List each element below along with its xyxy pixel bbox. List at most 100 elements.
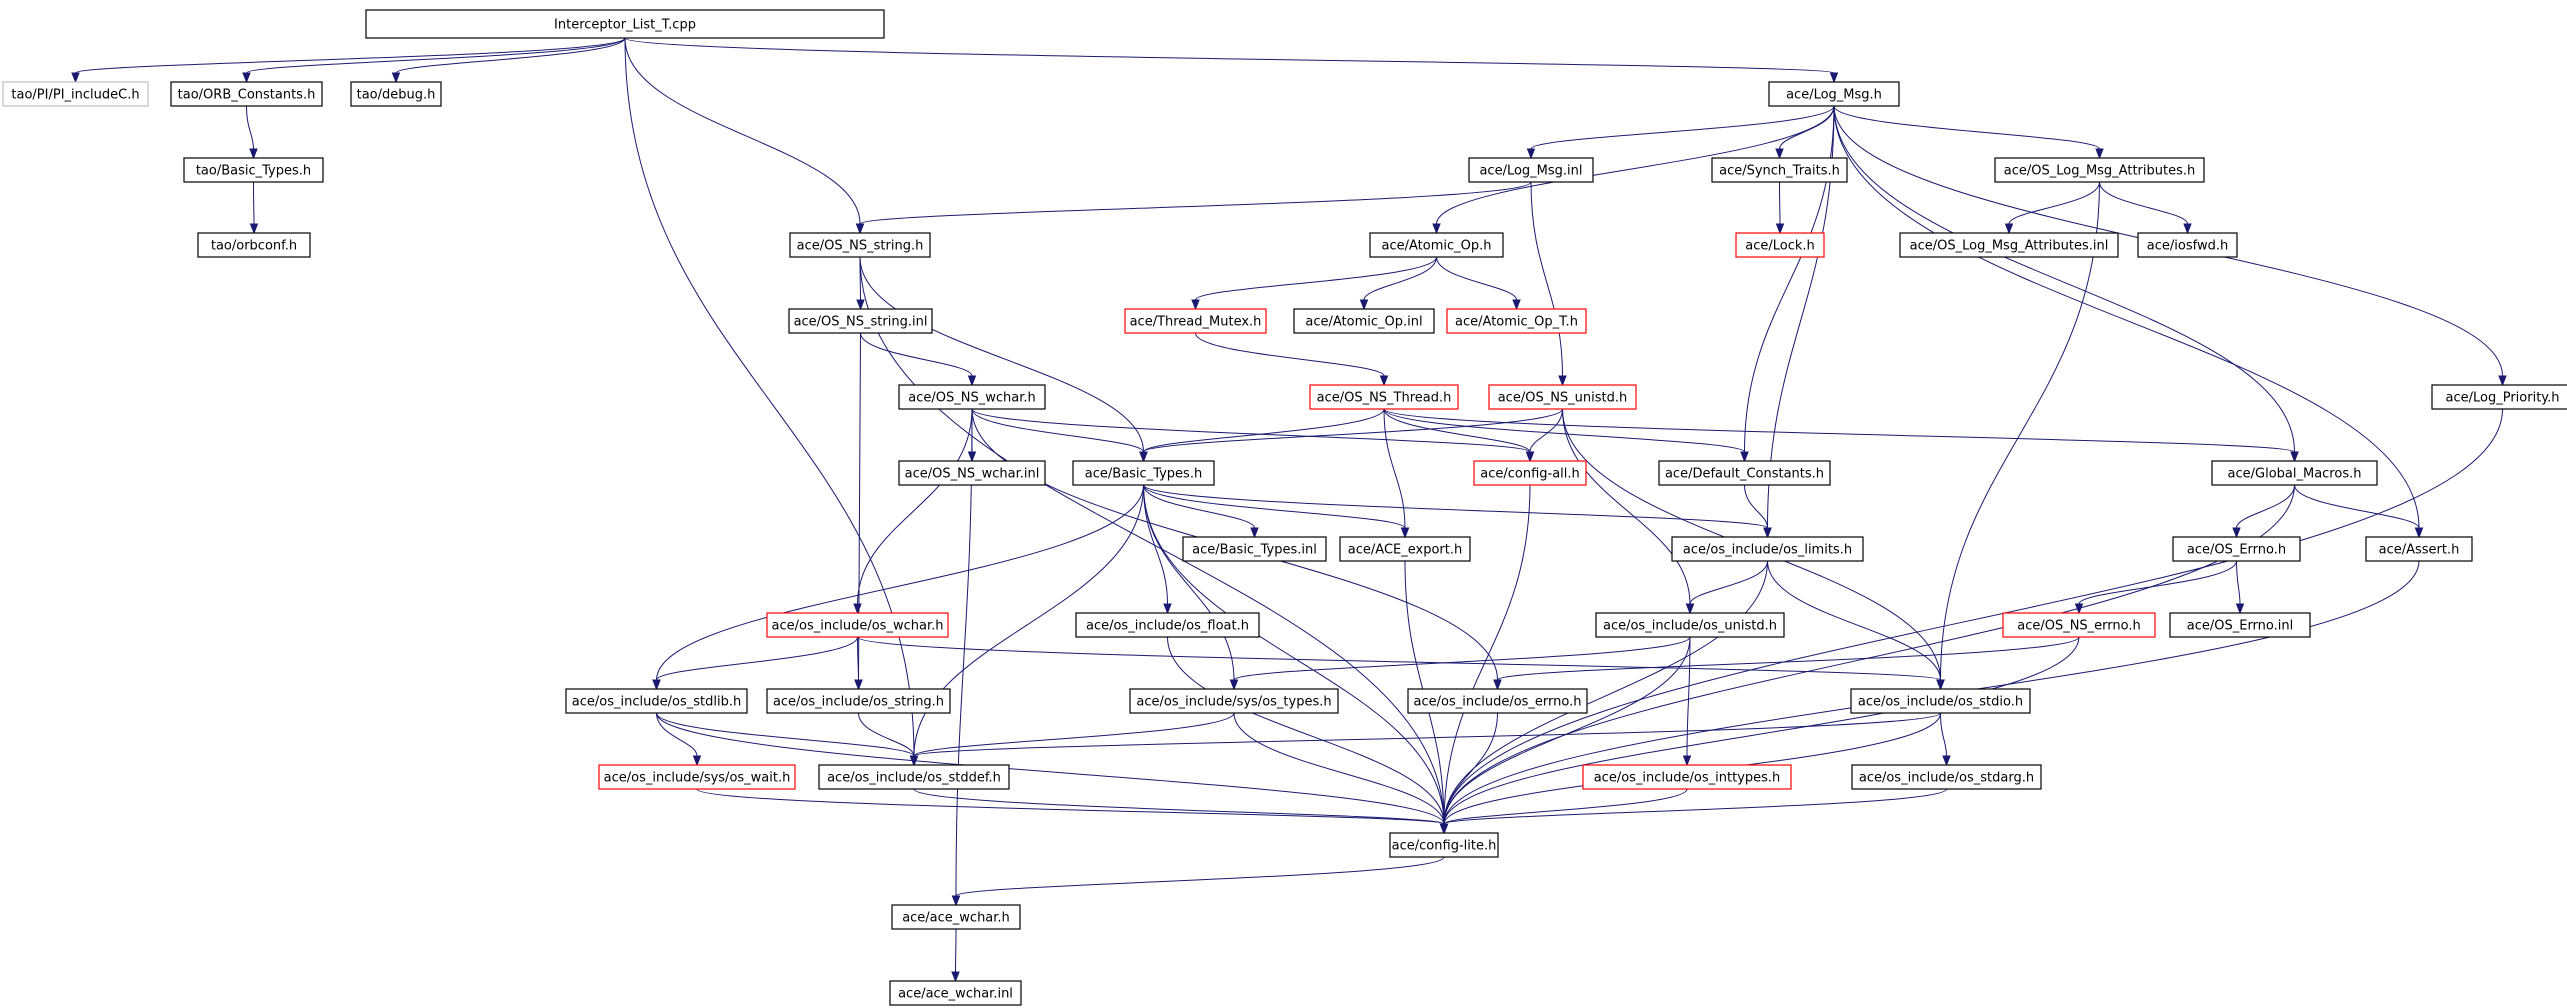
edge-arrowhead (1558, 375, 1567, 387)
node-box (197, 232, 311, 258)
node-global-macros[interactable]: ace/Global_Macros.h (2211, 460, 2378, 486)
edge-synch-traits-to-lock-h (1775, 181, 1785, 235)
node-os-float[interactable]: ace/os_include/os_float.h (1075, 612, 1260, 638)
node-os-inttypes[interactable]: ace/os_include/os_inttypes.h (1582, 764, 1792, 790)
edge-line (246, 37, 626, 74)
node-box (1994, 157, 2205, 183)
edge-line (624, 37, 915, 757)
node-log-msg-inl[interactable]: ace/Log_Msg.inl (1468, 157, 1594, 183)
node-os-log-msg-attr[interactable]: ace/OS_Log_Msg_Attributes.h (1994, 157, 2205, 183)
edge-line (1443, 636, 1691, 825)
node-box (889, 980, 1022, 1006)
node-label: ace/Basic_Types.h (1085, 467, 1202, 482)
node-os-unistd[interactable]: ace/os_include/os_unistd.h (1595, 612, 1785, 638)
node-os-ns-string[interactable]: ace/OS_NS_string.h (789, 232, 931, 258)
node-os-limits[interactable]: ace/os_include/os_limits.h (1671, 536, 1864, 562)
node-ace-basic-types[interactable]: ace/Basic_Types.h (1072, 460, 1215, 486)
edge-line (1744, 484, 1768, 529)
edge-arrowhead (1942, 755, 1951, 767)
node-ace-export[interactable]: ace/ACE_export.h (1339, 536, 1471, 562)
edge-line (75, 37, 626, 74)
node-os-ns-errno[interactable]: ace/OS_NS_errno.h (2002, 612, 2156, 638)
node-box (1671, 536, 1864, 562)
node-log-priority[interactable]: ace/Log_Priority.h (2431, 384, 2567, 410)
edge-line (1686, 636, 1691, 757)
node-iosfwd[interactable]: ace/iosfwd.h (2137, 232, 2238, 258)
node-label: ace/os_include/os_stddef.h (827, 771, 1001, 786)
node-basic-types-inl[interactable]: ace/Basic_Types.inl (1182, 536, 1327, 562)
node-pi-includeC[interactable]: tao/PI/PI_includeC.h (2, 81, 149, 107)
node-config-all[interactable]: ace/config-all.h (1473, 460, 1587, 486)
edge-line (1530, 181, 1563, 377)
node-ace-wchar[interactable]: ace/ace_wchar.h (891, 904, 1021, 930)
node-tao-orbconf[interactable]: tao/orbconf.h (197, 232, 311, 258)
node-os-string[interactable]: ace/os_include/os_string.h (766, 688, 951, 714)
node-orb-constants[interactable]: tao/ORB_Constants.h (170, 81, 323, 107)
edge-arrowhead (2498, 375, 2507, 387)
node-os-ns-unistd[interactable]: ace/OS_NS_unistd.h (1488, 384, 1637, 410)
edge-root-to-log-msg (624, 37, 1839, 84)
node-box (2172, 536, 2301, 562)
edge-arrowhead (1163, 603, 1172, 615)
node-box (898, 460, 1046, 486)
node-box (2365, 536, 2473, 562)
node-ace-wchar-inl[interactable]: ace/ace_wchar.inl (889, 980, 1022, 1006)
edge-log-msg-inl-to-os-ns-string (855, 181, 1532, 235)
edge-arrowhead (1829, 72, 1839, 84)
edge-line (656, 712, 915, 757)
edge-arrowhead (1775, 148, 1784, 160)
edge-line (1833, 105, 2100, 150)
node-root[interactable]: Interceptor_List_T.cpp (365, 9, 885, 39)
node-box (1072, 460, 1215, 486)
node-assert-h[interactable]: ace/Assert.h (2365, 536, 2473, 562)
node-label: ace/os_include/os_stdlib.h (572, 695, 741, 710)
node-atomic-op-inl[interactable]: ace/Atomic_Op.inl (1293, 308, 1435, 334)
edge-arrowhead (1229, 679, 1239, 691)
edge-arrowhead (652, 679, 661, 691)
edge-global-macros-to-os-errno-h (2232, 484, 2295, 539)
edge-arrowhead (2290, 451, 2299, 463)
node-os-ns-thread[interactable]: ace/OS_NS_Thread.h (1309, 384, 1459, 410)
edge-ace-basic-types-to-ace-export (1143, 484, 1410, 539)
node-label: ace/Atomic_Op.h (1382, 239, 1492, 254)
node-os-errno-inc[interactable]: ace/os_include/os_errno.h (1407, 688, 1588, 714)
node-os-errno-h[interactable]: ace/OS_Errno.h (2172, 536, 2301, 562)
node-os-wchar[interactable]: ace/os_include/os_wchar.h (766, 612, 949, 638)
node-os-log-msg-attr-inl[interactable]: ace/OS_Log_Msg_Attributes.inl (1899, 232, 2119, 258)
node-os-ns-wchar-inl[interactable]: ace/OS_NS_wchar.inl (898, 460, 1046, 486)
node-os-stdarg[interactable]: ace/os_include/os_stdarg.h (1851, 764, 2042, 790)
node-thread-mutex[interactable]: ace/Thread_Mutex.h (1124, 308, 1267, 334)
node-label: tao/orbconf.h (211, 239, 297, 254)
node-label: ace/Global_Macros.h (2228, 467, 2362, 482)
node-label: tao/debug.h (357, 88, 436, 103)
node-lock-h[interactable]: ace/Lock.h (1735, 232, 1825, 258)
node-os-stdio[interactable]: ace/os_include/os_stdio.h (1850, 688, 2031, 714)
edge-line (1530, 105, 1835, 150)
node-default-constants[interactable]: ace/Default_Constants.h (1658, 460, 1831, 486)
node-os-ns-wchar[interactable]: ace/OS_NS_wchar.h (898, 384, 1046, 410)
edge-os-ns-string-to-ace-basic-types (859, 256, 1148, 463)
node-box (1309, 384, 1459, 410)
node-atomic-op-t[interactable]: ace/Atomic_Op_T.h (1446, 308, 1587, 334)
node-box (818, 764, 1010, 790)
node-os-ns-string-inl[interactable]: ace/OS_NS_string.inl (788, 308, 933, 334)
node-box (1658, 460, 1831, 486)
edge-atomic-op-to-thread-mutex (1191, 256, 1437, 311)
node-os-errno-inl[interactable]: ace/OS_Errno.inl (2169, 612, 2311, 638)
edge-line (859, 181, 1532, 225)
edge-line (1167, 636, 1445, 825)
node-synch-traits[interactable]: ace/Synch_Traits.h (1711, 157, 1848, 183)
edge-line (1363, 256, 1437, 301)
node-tao-debug[interactable]: tao/debug.h (350, 81, 442, 107)
edge-line (1443, 560, 1768, 825)
edge-os-ns-thread-to-global-macros (1383, 408, 2299, 463)
node-config-lite[interactable]: ace/config-lite.h (1389, 832, 1499, 858)
node-log-msg[interactable]: ace/Log_Msg.h (1768, 81, 1900, 107)
node-tao-basic-types[interactable]: tao/Basic_Types.h (183, 157, 324, 183)
node-os-stddef[interactable]: ace/os_include/os_stddef.h (818, 764, 1010, 790)
node-os-stdlib[interactable]: ace/os_include/os_stdlib.h (565, 688, 748, 714)
node-os-wait[interactable]: ace/os_include/sys/os_wait.h (598, 764, 796, 790)
node-label: ace/OS_Errno.h (2187, 543, 2286, 558)
node-atomic-op[interactable]: ace/Atomic_Op.h (1369, 232, 1504, 258)
node-os-types[interactable]: ace/os_include/sys/os_types.h (1129, 688, 1339, 714)
